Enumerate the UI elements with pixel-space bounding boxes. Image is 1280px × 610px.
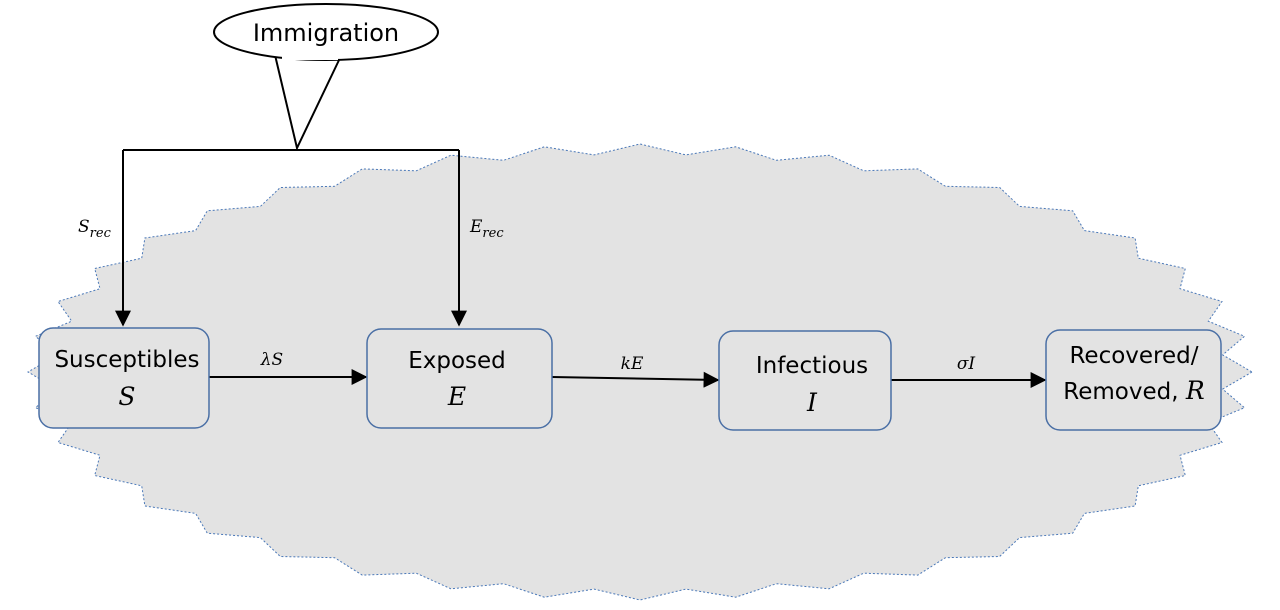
population-region	[27, 143, 1253, 601]
node-susceptible-label: Susceptibles	[54, 347, 199, 373]
immigration-label: Immigration	[253, 19, 399, 47]
node-recovered-label-line1: Recovered/	[1069, 343, 1198, 369]
arrow-e-to-i	[551, 371, 720, 388]
node-recovered-label-line2: Removed, R	[1063, 376, 1204, 405]
edge-label-s-to-e: λS	[260, 350, 283, 370]
edge-label-e-to-i: kE	[621, 354, 644, 374]
e-rec-label: Erec	[469, 217, 504, 241]
node-infectious: Infectious I	[718, 330, 892, 431]
s-rec-label: Srec	[78, 217, 112, 241]
node-infectious-var: I	[806, 388, 818, 417]
node-susceptible: Susceptibles S	[38, 327, 210, 429]
immigration-inflow-lines	[115, 149, 467, 327]
node-recovered: Recovered/ Removed, R	[1045, 329, 1222, 431]
node-susceptible-var: S	[118, 382, 135, 411]
immigration-callout: Immigration	[213, 3, 439, 151]
node-exposed-label: Exposed	[408, 348, 506, 374]
edge-label-i-to-r: σI	[957, 354, 976, 374]
node-exposed: Exposed E	[366, 328, 553, 429]
node-infectious-label: Infectious	[756, 353, 868, 379]
node-exposed-var: E	[447, 382, 466, 411]
